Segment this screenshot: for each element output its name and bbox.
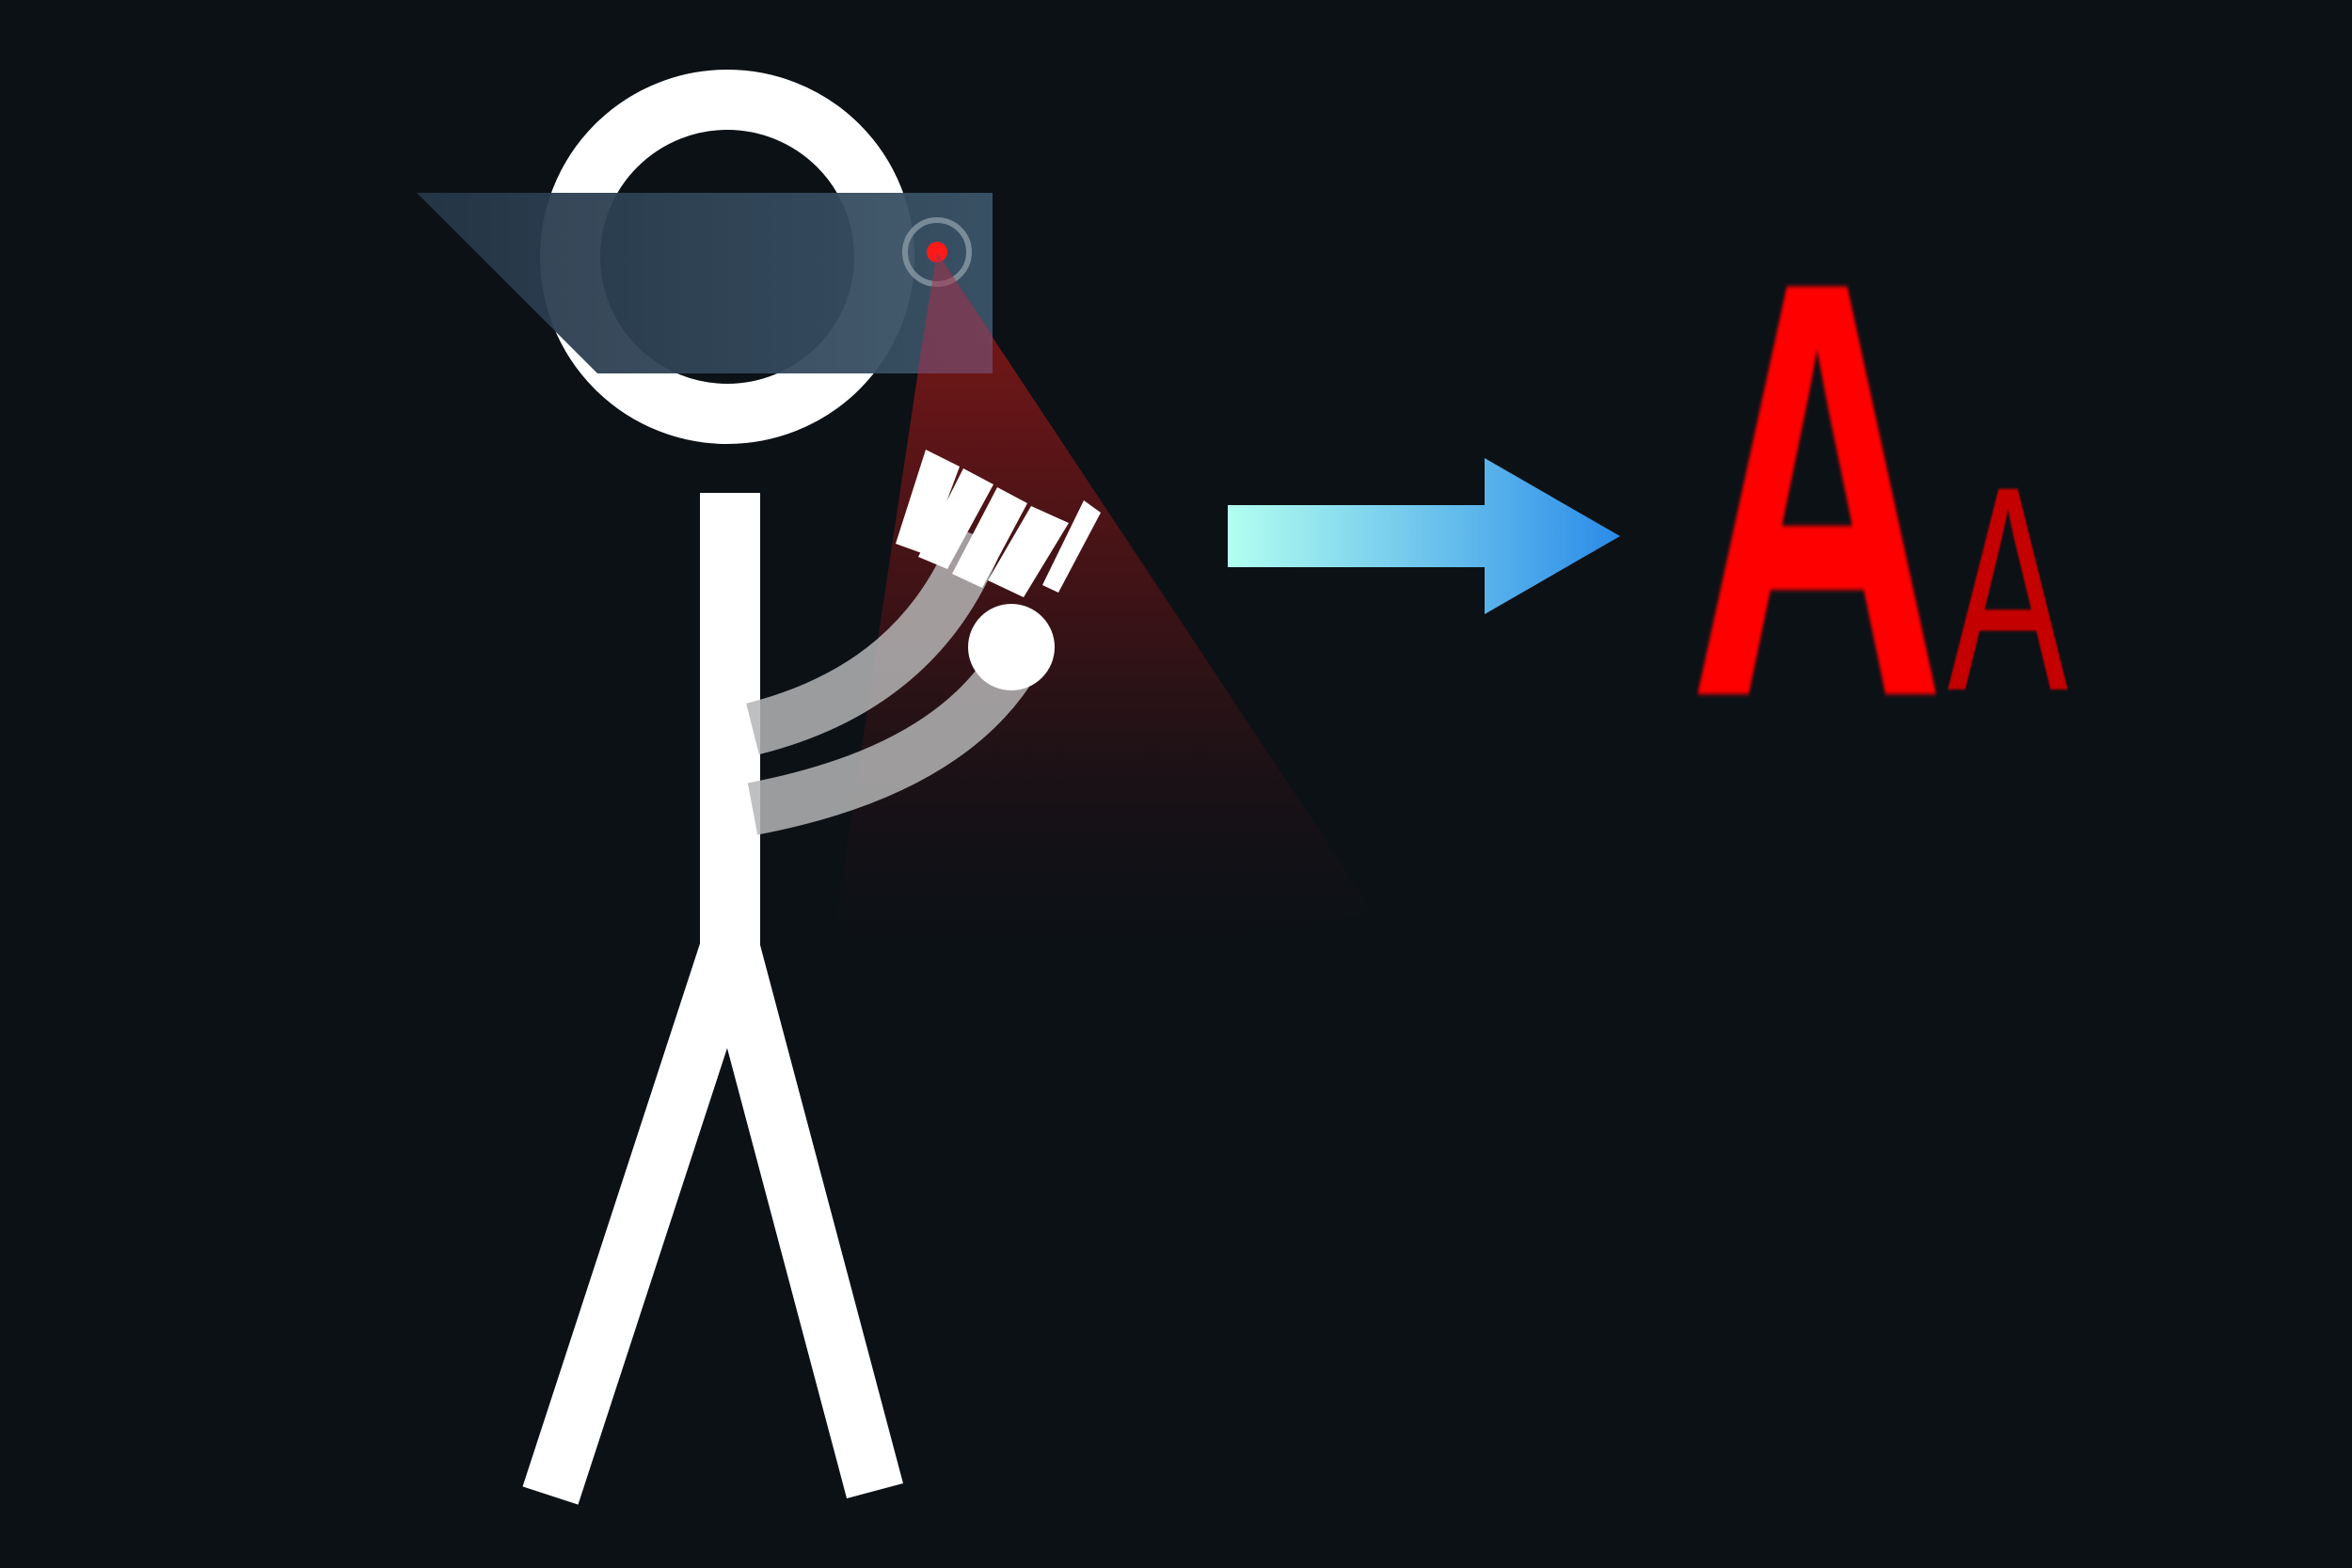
vr-headset-icon — [417, 193, 993, 373]
letter-small: A — [1947, 426, 2069, 752]
camera-view-cone — [833, 252, 1374, 955]
letter-large: A — [1689, 159, 1946, 820]
finger-2 — [918, 468, 993, 569]
finger-1 — [896, 450, 960, 555]
figure-right-leg — [702, 938, 903, 1498]
arrow-right-icon — [1228, 458, 1620, 614]
controller-ball — [968, 604, 1055, 690]
finger-4 — [988, 506, 1069, 597]
headset-visor — [417, 193, 993, 373]
hand-icon — [896, 450, 1101, 690]
figure-left-leg — [522, 936, 758, 1505]
finger-3 — [952, 487, 1027, 588]
finger-5 — [1042, 500, 1101, 593]
